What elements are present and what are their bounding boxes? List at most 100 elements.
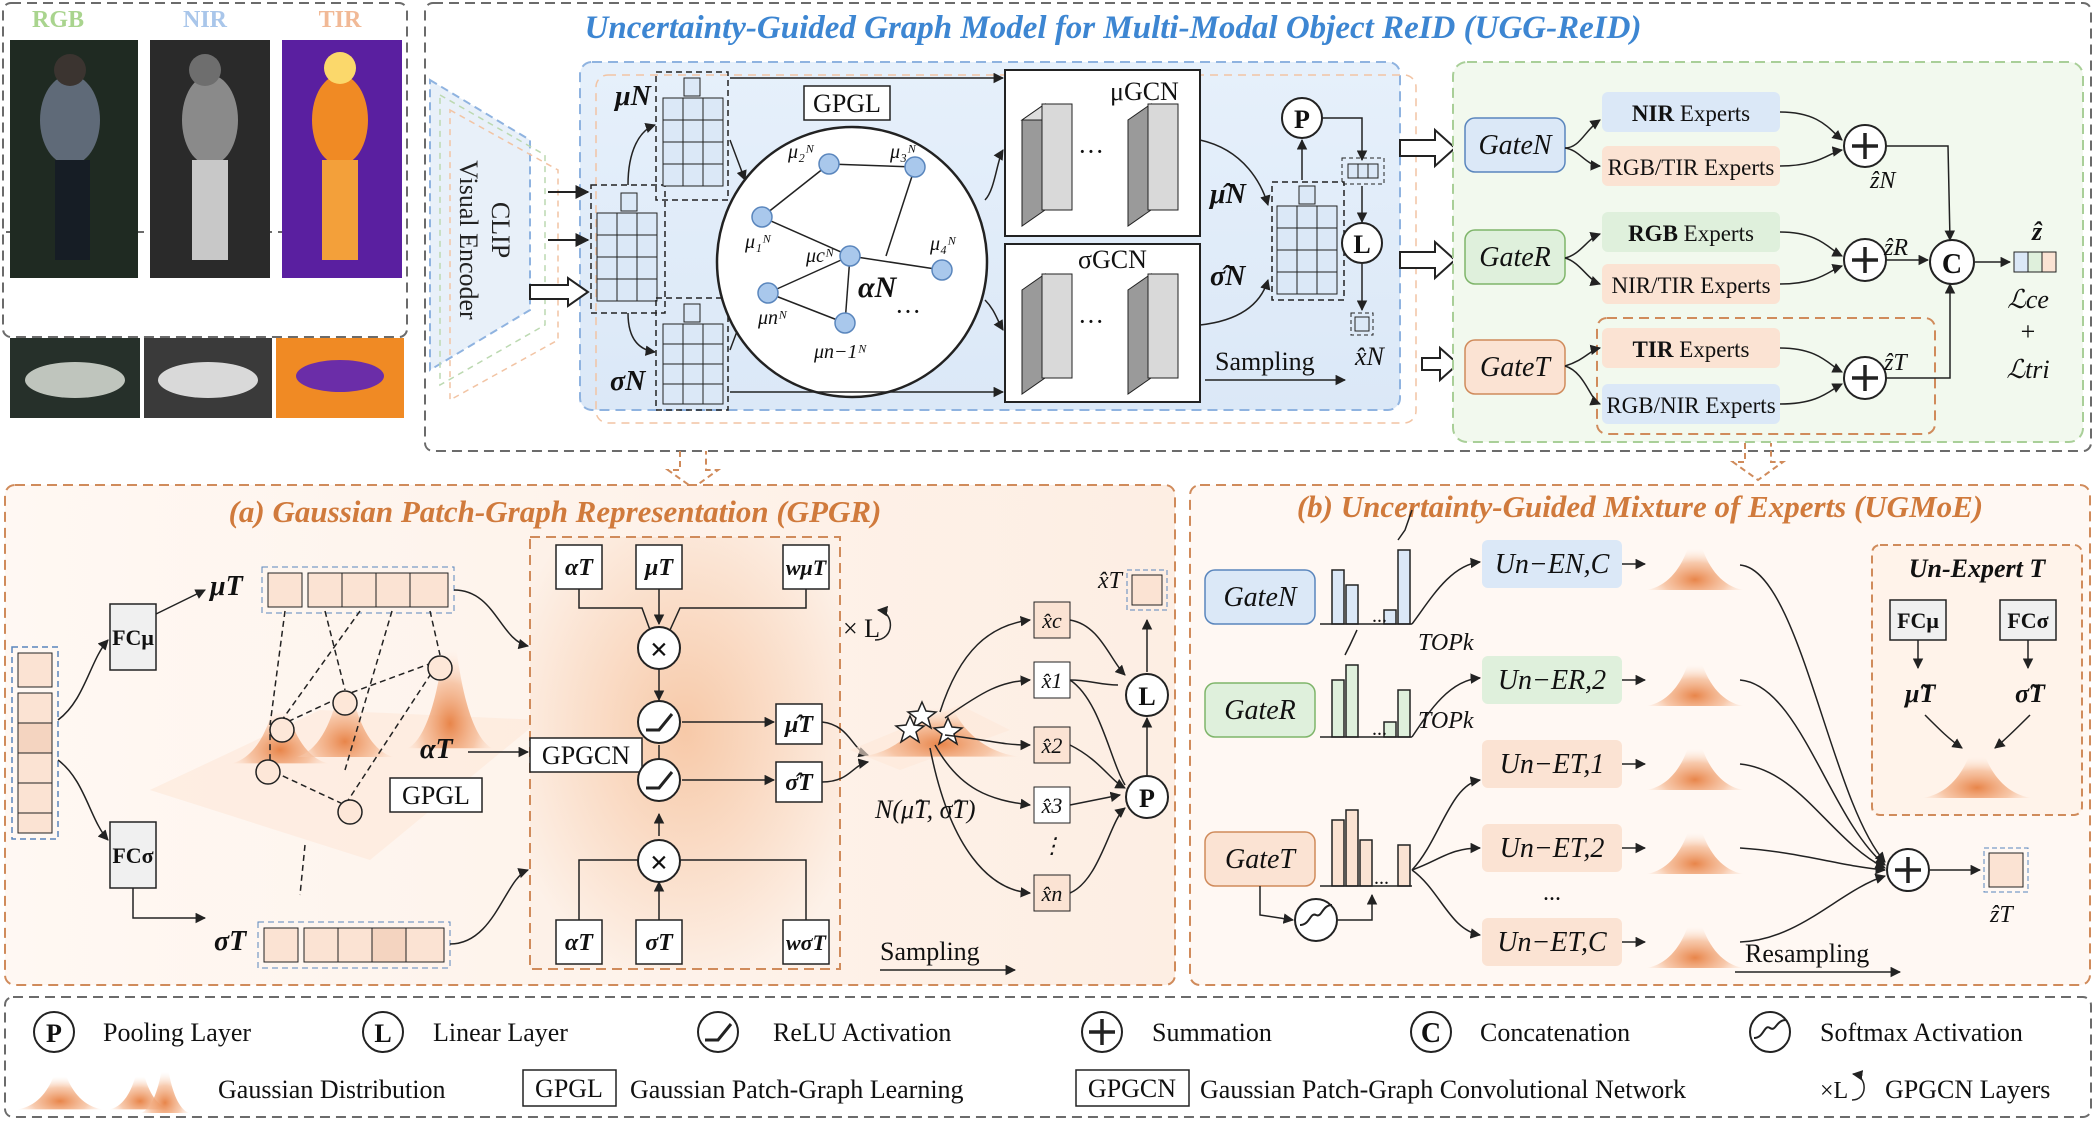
svg-text:μT: μT (643, 555, 674, 581)
svg-text:× L: × L (843, 614, 880, 643)
alpha-T-label: αT (420, 734, 454, 765)
loss-plus: + (2021, 317, 2036, 346)
x-hat-T-label: x̂T (1097, 568, 1124, 594)
loss-tri: ℒtri (2006, 355, 2049, 384)
section-a-title: (a) Gaussian Patch-Graph Representation … (229, 494, 882, 529)
svg-text:Un−ET,2: Un−ET,2 (1500, 833, 1605, 864)
mu-T-row (261, 566, 455, 614)
sigma-T-input: σT (635, 919, 683, 965)
resampling-label: Resampling (1745, 939, 1869, 968)
svg-text:RGB Experts: RGB Experts (1628, 221, 1754, 246)
expert-nir-tir: NIR/TIR Experts (1602, 264, 1780, 304)
gaussian-landscape: GPGL αT (150, 610, 540, 896)
svg-text:FCσ: FCσ (2007, 608, 2048, 633)
nir-person-image (150, 40, 270, 278)
sigma-gcn-dots: ··· (1078, 307, 1104, 336)
mu-gcn-dots: ··· (1078, 137, 1104, 166)
legend-softmax: Softmax Activation (1749, 1011, 2023, 1053)
svg-text:GateT: GateT (1225, 844, 1297, 875)
sigma-hat-N-label: σ̂N (1210, 261, 1247, 292)
mu-T-label: μT (208, 571, 245, 602)
gate-n-bars (1320, 549, 1412, 625)
linear-node-a: L (1125, 673, 1169, 717)
softmax-node (1294, 898, 1338, 942)
sampling-label-a: Sampling (880, 937, 980, 966)
svg-text:Un−EN,C: Un−EN,C (1495, 549, 1610, 580)
mu-N-label: μN (613, 81, 653, 112)
svg-text:GateT: GateT (1480, 352, 1552, 383)
xL-loop: × L (843, 605, 892, 643)
topk-n: TOPk (1418, 630, 1474, 656)
svg-text:P: P (46, 1019, 62, 1048)
legend-linear: L Linear Layer (362, 1011, 568, 1053)
down-arrow-a (664, 451, 722, 490)
svg-text:×: × (650, 844, 668, 880)
legend-panel (4, 996, 2092, 1118)
sum-b (1886, 848, 1930, 892)
sampling-gaussian (850, 694, 1018, 770)
fc-sigma-b: FCσ (1999, 599, 2057, 641)
mu-gcn-label: μGCN (1110, 77, 1179, 106)
un-expert-t-title: Un-Expert T (1909, 554, 2047, 583)
expert-tir: TIR Experts (1602, 328, 1780, 368)
visual-encoder-label: Visual Encoder (454, 160, 483, 320)
svg-text:Linear Layer: Linear Layer (433, 1018, 568, 1047)
fc-mu-b: FCμ (1889, 599, 1947, 641)
svg-text:TIR Experts: TIR Experts (1633, 337, 1750, 362)
svg-text:αT: αT (565, 555, 594, 581)
svg-text:GPGCN Layers: GPGCN Layers (1885, 1075, 2050, 1104)
mu-T-input: μT (635, 544, 683, 590)
svg-text:GPGCN: GPGCN (542, 741, 630, 770)
svg-text:Gaussian Distribution: Gaussian Distribution (218, 1075, 446, 1104)
svg-text:FCμ: FCμ (112, 625, 154, 650)
gate-t-bars-dots: ... (1374, 867, 1389, 889)
svg-text:x̂n: x̂n (1041, 881, 1063, 906)
rgb-person-image (10, 40, 138, 278)
fc-mu-a: FCμ (109, 603, 157, 671)
node-mun-1: μn−1ᴺ (813, 341, 868, 363)
expert-nir: NIR Experts (1602, 92, 1780, 132)
expert-rgb-nir: RGB/NIR Experts (1602, 384, 1780, 424)
sample-boxes: x̂c x̂1 x̂2 x̂3 ⋮ x̂n (1033, 601, 1071, 912)
loss-ce: ℒce (2007, 285, 2049, 314)
gate-n-b: GateN (1204, 569, 1316, 625)
final-feature (2013, 251, 2057, 273)
svg-text:wμT: wμT (786, 555, 828, 580)
svg-text:αT: αT (565, 930, 594, 956)
svg-text:Softmax Activation: Softmax Activation (1820, 1018, 2023, 1047)
svg-text:Gaussian Patch-Graph Learning: Gaussian Patch-Graph Learning (630, 1075, 964, 1104)
node-muc: μcᴺ (805, 245, 835, 267)
encoder-output-arrows (529, 185, 590, 308)
section-b-panel (1189, 484, 2091, 986)
un-expert-t-c: Un−ET,C (1482, 918, 1622, 966)
clip-visual-encoder: CLIP Visual Encoder (429, 78, 559, 402)
svg-text:NIR/TIR Experts: NIR/TIR Experts (1611, 273, 1770, 298)
un-expert-n-c: Un−EN,C (1482, 540, 1622, 588)
section-b-title: (b) Uncertainty-Guided Mixture of Expert… (1297, 489, 1983, 524)
gate-t-top: GateT (1464, 339, 1566, 395)
node-mun: μnᴺ (757, 307, 788, 329)
patch-column-input (11, 646, 59, 840)
gate-r-bars-dots: ... (1372, 718, 1387, 740)
patch-feature-grid (590, 184, 666, 314)
un-expert-t-1: Un−ET,1 (1482, 740, 1622, 788)
svg-text:μ̂T: μ̂T (783, 712, 814, 738)
svg-text:RGB/TIR Experts: RGB/TIR Experts (1608, 155, 1775, 180)
gate-t-b: GateT (1204, 831, 1316, 887)
mu-hat-T-box: μ̂T (775, 703, 823, 745)
svg-text:x̂2: x̂2 (1041, 733, 1063, 758)
un-expert-r-2: Un−ER,2 (1482, 656, 1622, 704)
relu-top (637, 700, 681, 744)
svg-text:L: L (1138, 682, 1155, 711)
sigma-T-row (257, 921, 451, 969)
normal-dist-label: N(μ̂T, σ̂T) (874, 795, 976, 824)
svg-text:Un−ER,2: Un−ER,2 (1498, 665, 1606, 696)
legend-gaussian: Gaussian Distribution (18, 1061, 446, 1113)
svg-text:Un−ET,C: Un−ET,C (1497, 927, 1607, 958)
pooling-node: P (1281, 97, 1323, 139)
rgb-car-image (10, 338, 140, 418)
svg-text:GPGCN: GPGCN (1088, 1074, 1176, 1103)
alpha-T-input-bottom: αT (555, 919, 603, 965)
svg-text:x̂3: x̂3 (1041, 793, 1063, 818)
